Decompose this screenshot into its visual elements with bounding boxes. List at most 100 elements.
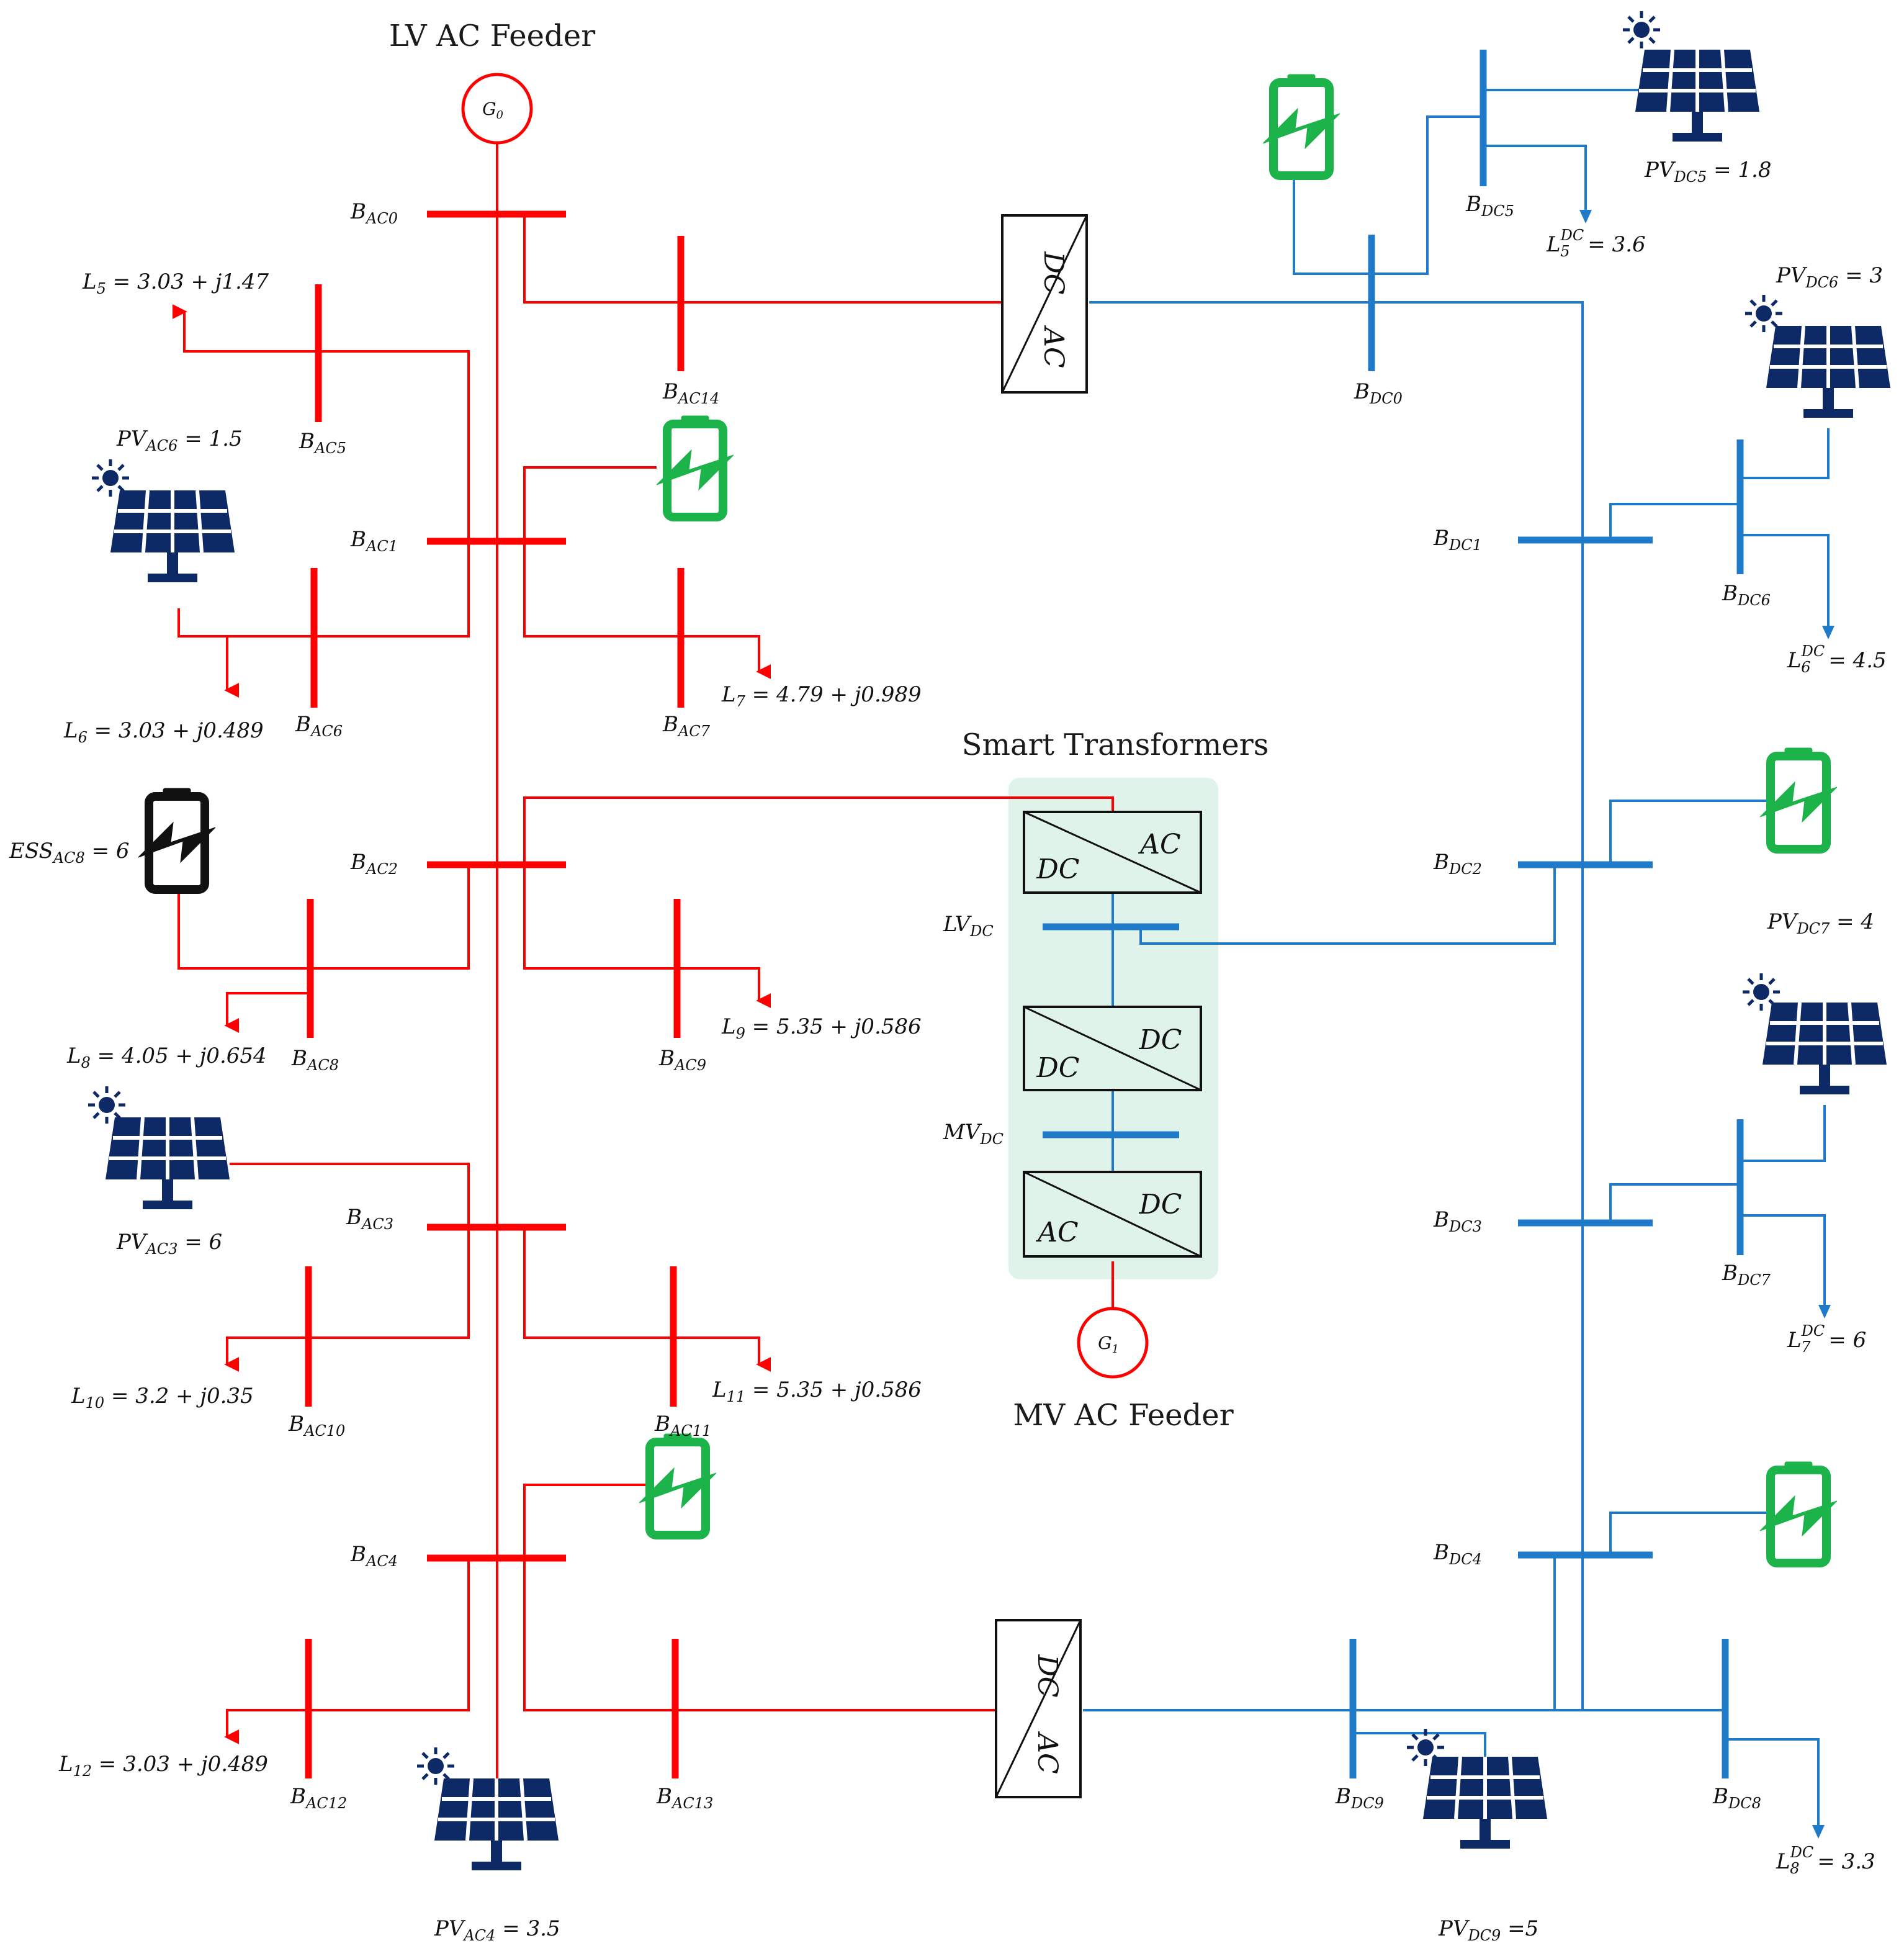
bus-ac6-label: BAC6 — [295, 712, 343, 740]
line-dc4-ess — [1609, 1512, 1775, 1555]
ess-ac8-label: ESSAC8 = 6 — [9, 839, 130, 867]
line-ac6-load — [224, 635, 314, 698]
ess-dc4-battery-charging-icon — [1760, 1462, 1837, 1563]
bus-ac8-label: BAC8 — [291, 1046, 339, 1074]
lv-ac-feeder-title: LV AC Feeder — [389, 19, 595, 53]
st-converter-dc-ac: DC AC — [1023, 1171, 1202, 1258]
bus-dc5-label: BDC5 — [1465, 192, 1514, 220]
line-dc6-load — [1740, 534, 1830, 632]
line-ac2-ac8-ess — [177, 865, 470, 970]
ess-ac13-battery-charging-icon — [639, 1434, 716, 1535]
line-dc5-load — [1483, 145, 1587, 216]
pv-dc7-label: PVDC7 = 4 — [1767, 909, 1874, 937]
dc7-load-arrow-icon — [1818, 1305, 1831, 1318]
bus-ac14-label: BAC14 — [662, 379, 719, 407]
pv-dc5-sun-icon — [1623, 11, 1660, 48]
pv-dc9-sun-icon — [1407, 1729, 1444, 1766]
generator-g1: G1 — [1077, 1307, 1149, 1379]
line-dc9-pv — [1353, 1732, 1486, 1757]
load-l5-label: L5 = 3.03 + j1.47 — [82, 269, 269, 297]
line-ac1-ac6-pv — [177, 541, 470, 638]
smart-transformers-title: Smart Transformers — [962, 728, 1269, 762]
st2-dc-bottom-label: DC — [1036, 1052, 1080, 1084]
pv-dc7-solar-panel-icon — [1763, 1003, 1887, 1094]
st3-dc-label: DC — [1139, 1189, 1182, 1220]
line-ac8-load — [224, 992, 310, 1033]
generator-g0-label: G0 — [482, 99, 503, 122]
line-dc1-dc6 — [1609, 503, 1740, 540]
pv-ac3-solar-panel-icon — [106, 1117, 230, 1209]
bus-dc4-label: BDC4 — [1433, 1540, 1482, 1568]
converter-top-ac-label: AC — [1038, 325, 1069, 367]
pv-dc9-solar-panel-icon — [1423, 1757, 1547, 1849]
converter-bottom-ac-label: AC — [1031, 1731, 1063, 1773]
bus-ac5-label: BAC5 — [299, 429, 346, 457]
line-ac4-ess13 — [523, 1484, 649, 1558]
bus-lvdc-label: LVDC — [943, 912, 994, 940]
load-l9-label: L9 = 5.35 + j0.586 — [721, 1014, 922, 1042]
pv-dc5-label: PVDC5 = 1.8 — [1644, 158, 1772, 186]
pv-ac4-sun-icon — [417, 1747, 454, 1785]
generator-g1-label: G1 — [1098, 1333, 1119, 1356]
line-ac1-ac5-load — [172, 304, 470, 541]
bus-dc9-label: BDC9 — [1335, 1784, 1384, 1812]
bus-ac2-label: BAC2 — [350, 850, 398, 878]
st1-dc-label: DC — [1036, 854, 1080, 885]
generator-g0: G0 — [461, 73, 533, 145]
pv-ac4-label: PVAC4 = 3.5 — [434, 1916, 560, 1944]
generator-g1-circle — [1077, 1307, 1149, 1379]
line-dc8-load — [1725, 1738, 1820, 1831]
bus-dc1-label: BDC1 — [1433, 526, 1482, 554]
bus-ac11-label: BAC11 — [654, 1412, 711, 1440]
line-ac2-ac9-load — [523, 865, 771, 1008]
st-converter-dc-dc: DC DC — [1023, 1006, 1202, 1091]
line-ac3-ac10-load — [224, 1227, 470, 1372]
st3-ac-label: AC — [1035, 1217, 1078, 1248]
st-converter-ac-dc: AC DC — [1023, 811, 1202, 894]
pv-ac6-solar-panel-icon — [110, 490, 235, 582]
line-dc7-load — [1740, 1214, 1826, 1311]
line-dc7-pv — [1740, 1105, 1826, 1162]
load-l6-label: L6 = 3.03 + j0.489 — [63, 718, 264, 746]
load-l12-label: L12 = 3.03 + j0.489 — [58, 1752, 268, 1780]
bus-ac13-label: BAC13 — [656, 1784, 713, 1812]
line-dc0-dc5 — [1372, 115, 1483, 275]
ess-dc2-battery-charging-icon — [1760, 748, 1837, 849]
converter-bottom: DC AC — [995, 1619, 1082, 1798]
pv-ac3-sun-icon — [88, 1086, 125, 1124]
pv-dc6-solar-panel-icon — [1766, 326, 1890, 418]
pv-ac6-sun-icon — [92, 459, 129, 497]
pv-dc6-label: PVDC6 = 3 — [1776, 263, 1883, 291]
bus-ac4-label: BAC4 — [350, 1542, 398, 1570]
pv-dc9-label: PVDC9 =5 — [1438, 1916, 1538, 1944]
line-ac4-ac12-load — [224, 1558, 470, 1744]
ess-ac8-battery-charging-icon — [138, 788, 215, 890]
bus-dc3-label: BDC3 — [1433, 1207, 1482, 1235]
line-ac0-ac14-converter — [523, 214, 1002, 304]
dc-main-trunk — [1089, 301, 1584, 1710]
line-ac4-ac13-converter — [523, 1558, 996, 1711]
bus-ac7-label: BAC7 — [662, 712, 711, 740]
ess-dc0-battery-charging-icon — [1263, 74, 1340, 176]
line-dc2-ess — [1609, 800, 1775, 865]
bus-dc6-label: BDC6 — [1722, 581, 1771, 609]
ess-ac14-battery-charging-icon — [657, 416, 734, 517]
converter-top: DC AC — [1001, 214, 1088, 394]
dc8-load-arrow-icon — [1812, 1825, 1825, 1839]
bus-ac3-label: BAC3 — [346, 1205, 393, 1233]
line-dc0-ess — [1293, 173, 1372, 275]
line-dc3-dc7 — [1609, 1183, 1740, 1223]
dc6-load-arrow-icon — [1822, 626, 1834, 639]
bus-ac10-label: BAC10 — [288, 1412, 345, 1440]
bus-ac1-label: BAC1 — [350, 527, 398, 555]
dc5-load-arrow-icon — [1579, 210, 1592, 223]
dc-network — [1043, 50, 1834, 1839]
bus-ac0-label: BAC0 — [350, 199, 398, 227]
converter-top-dc-label: DC — [1038, 251, 1069, 295]
bus-mvdc-label: MVDC — [943, 1120, 1004, 1148]
mv-ac-feeder-title: MV AC Feeder — [1013, 1398, 1233, 1433]
generator-g0-circle — [461, 73, 533, 145]
line-ac1-ess14 — [523, 466, 657, 541]
